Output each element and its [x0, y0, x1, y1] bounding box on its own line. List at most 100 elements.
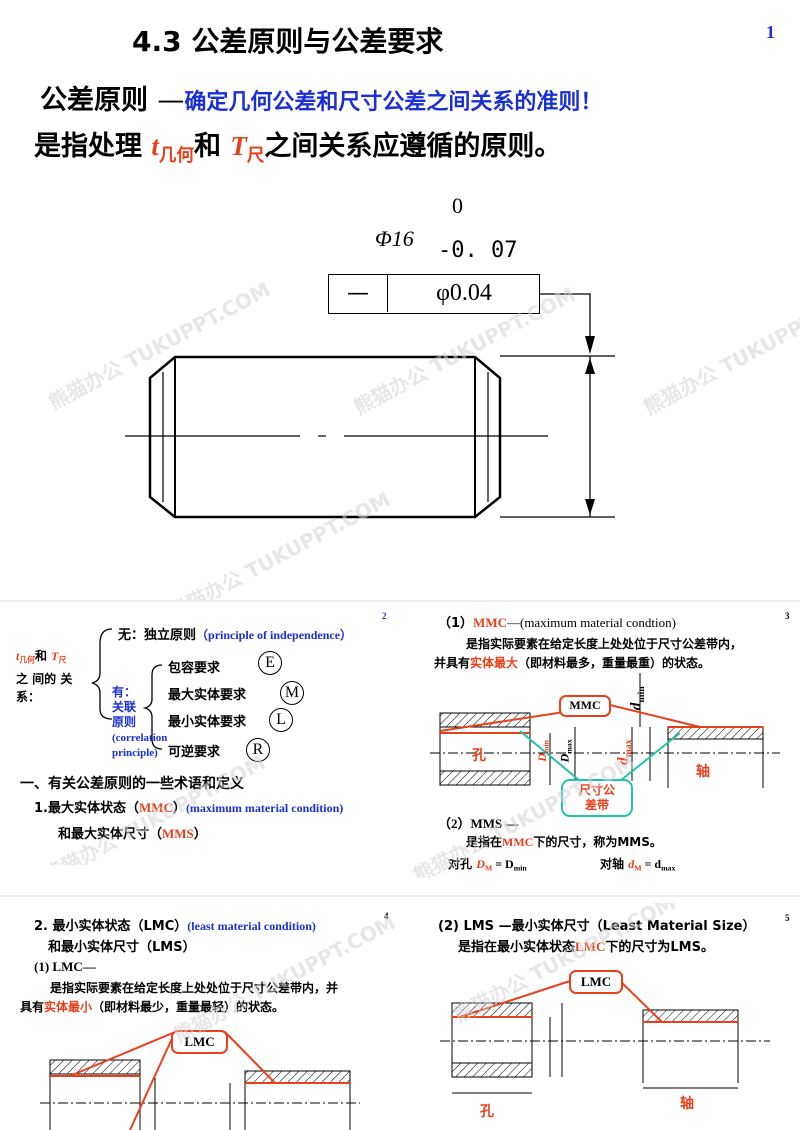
- section-heading: 一、有关公差原则的一些术语和定义: [20, 776, 244, 792]
- hole-M: M: [484, 863, 493, 873]
- mmc-diagram: [430, 673, 780, 817]
- feature-control-frame: — φ0.04: [328, 274, 540, 314]
- heading-line: 公差原则 —确定几何公差和尺寸公差之间关系的准则！: [40, 78, 602, 117]
- t2-a: 是指在最小实体状态: [458, 940, 576, 955]
- hole-min: min: [513, 863, 527, 873]
- heading-definition: 确定几何公差和尺寸公差之间关系的准则！: [184, 90, 603, 115]
- lmc-callout: LMC: [580, 974, 612, 989]
- max-sub: max: [564, 739, 574, 754]
- mms-def-mmc: MMC: [502, 835, 534, 849]
- assoc-line2: 原则: [112, 715, 137, 729]
- T-symbol: T: [230, 131, 247, 161]
- title-text: 4.3 公差原则与公差要求: [132, 25, 444, 58]
- t-symbol: t: [16, 649, 20, 663]
- lms-diagram: [440, 970, 770, 1094]
- relation-braces: [91, 628, 163, 750]
- t2-red: LMC: [575, 939, 606, 954]
- lmc-diagram: [40, 1030, 360, 1130]
- def2-red: 实体最大: [470, 656, 519, 670]
- requirement-lmr: 最小实体要求: [168, 715, 247, 730]
- slide-title: 4.3 公差原则与公差要求: [132, 20, 443, 60]
- line2-prefix: 是指处理: [34, 131, 152, 162]
- slide-divider: [0, 600, 800, 602]
- t1-en: (least material condition): [187, 919, 316, 933]
- assoc-line1: 关联: [112, 700, 137, 714]
- page-number: 1: [766, 22, 775, 42]
- zone-callout: 尺寸公 差带: [562, 783, 632, 813]
- have-label: 有：: [112, 685, 137, 699]
- heading-label: 公差原则: [40, 85, 148, 116]
- zone-line2: 差带: [584, 798, 609, 812]
- T-subscript: 尺: [246, 146, 265, 167]
- slide-5: 5 (2) LMS —最小实体尺寸（Least Material Size） 是…: [400, 903, 800, 1130]
- t1-a: 2. 最小实体状态（LMC）: [34, 919, 188, 934]
- def2-a: 具有: [20, 1000, 45, 1014]
- assoc-en2: principle): [112, 747, 158, 759]
- t-subscript: 几何: [19, 655, 35, 665]
- slide-divider: [0, 895, 800, 897]
- mmc-def2: 并具有实体最大（即材料最多，重量最重）的状态。: [434, 654, 710, 671]
- dimension-lower: -0. 07: [438, 238, 518, 263]
- page-number: 2: [382, 611, 387, 621]
- mms-def-a: 是指在: [466, 835, 503, 849]
- lms-title: (2) LMS —最小实体尺寸（Least Material Size）: [438, 919, 756, 934]
- t1-num: （1）: [438, 616, 474, 631]
- lms-title: 和最小实体尺寸（LMS）: [48, 940, 196, 955]
- item1-line1: 1.最大实体状态（MMC）(maximum material condition…: [34, 797, 343, 816]
- shaft-a: 对轴: [600, 857, 629, 871]
- mmr-symbol: M: [280, 681, 304, 705]
- T-subscript: 尺: [58, 655, 67, 665]
- item1-d: ）: [193, 827, 207, 842]
- page-number: 4: [384, 911, 389, 921]
- def2-a: 并具有: [434, 656, 471, 670]
- page-number: 3: [785, 611, 790, 621]
- item1-en: (maximum material condition): [185, 801, 344, 815]
- slide-4: 4 2. 最小实体状态（LMC）(least material conditio…: [0, 903, 400, 1130]
- lmc-def2: 具有实体最小（即材料最少，重量最轻）的状态。: [20, 998, 284, 1015]
- assoc-en1: (correlation: [112, 732, 168, 744]
- shaft-dM: d: [628, 857, 635, 871]
- associated-principle: 有： 关联 原则: [112, 685, 136, 730]
- line2-suffix: 之间关系应遵循的原则。: [264, 131, 562, 162]
- dim-d-min: dmin: [629, 686, 647, 710]
- and-text: 和: [34, 649, 47, 663]
- min-sub: min: [636, 686, 648, 703]
- def2-b: （即材料最多，重量最重）的状态。: [518, 656, 711, 670]
- dim-D-max: Dmax: [558, 739, 574, 762]
- requirement-mmr: 最大实体要求: [168, 688, 247, 703]
- mms-shaft: 对轴 dM = dmax: [600, 855, 675, 873]
- relation-label-line3: 系：: [16, 689, 41, 704]
- item1-mmc: MMC: [138, 800, 173, 815]
- mmc-callout: MMC: [569, 698, 601, 712]
- d-letter: d: [628, 702, 645, 711]
- lmc-title: 2. 最小实体状态（LMC）(least material condition): [34, 915, 316, 934]
- zone-line1: 尺寸公: [578, 783, 615, 797]
- principle-line: 是指处理 t几何和 T尺之间关系应遵循的原则。: [34, 124, 561, 167]
- reciprocity-symbol: R: [246, 738, 270, 762]
- item1-line2: 和最大实体尺寸（MMS）: [58, 823, 207, 842]
- shaft-label: 轴: [696, 764, 710, 780]
- independent-label: 无：独立原则: [118, 628, 197, 643]
- independent-principle: 无：独立原则（principle of independence）: [118, 624, 352, 643]
- D-letter: D: [534, 753, 549, 762]
- t1-en: —(maximum material condtion): [506, 615, 676, 630]
- dimension-nominal: Φ16: [375, 226, 414, 251]
- def2-b: （即材料最少，重量最轻）的状态。: [92, 1000, 285, 1014]
- dimension-upper: 0: [452, 193, 463, 218]
- item1-a: 1.最大实体状态（: [34, 801, 139, 816]
- item1-c: 和最大实体尺寸（: [58, 827, 163, 842]
- hole-label: 孔: [472, 748, 486, 764]
- shaft-label: 轴: [680, 1096, 694, 1112]
- mms-def-b: 下的尺寸，称为MMS。: [533, 835, 662, 849]
- relation-label-line2: 之 间的 关: [16, 671, 73, 686]
- shaft-drawing: [125, 293, 615, 519]
- mmc-title: （1）MMC—(maximum material condtion): [438, 612, 676, 631]
- requirement-reciprocity: 可逆要求: [168, 745, 221, 760]
- shaft-max: max: [661, 863, 676, 873]
- fcf-symbol-cell: —: [329, 275, 388, 312]
- fcf-value-cell: φ0.04: [436, 280, 492, 306]
- min-sub: min: [541, 740, 551, 754]
- lmc-subtitle: (1) LMC—: [34, 959, 96, 974]
- shaft-eq: = d: [641, 857, 662, 871]
- shaft-M: M: [634, 863, 642, 873]
